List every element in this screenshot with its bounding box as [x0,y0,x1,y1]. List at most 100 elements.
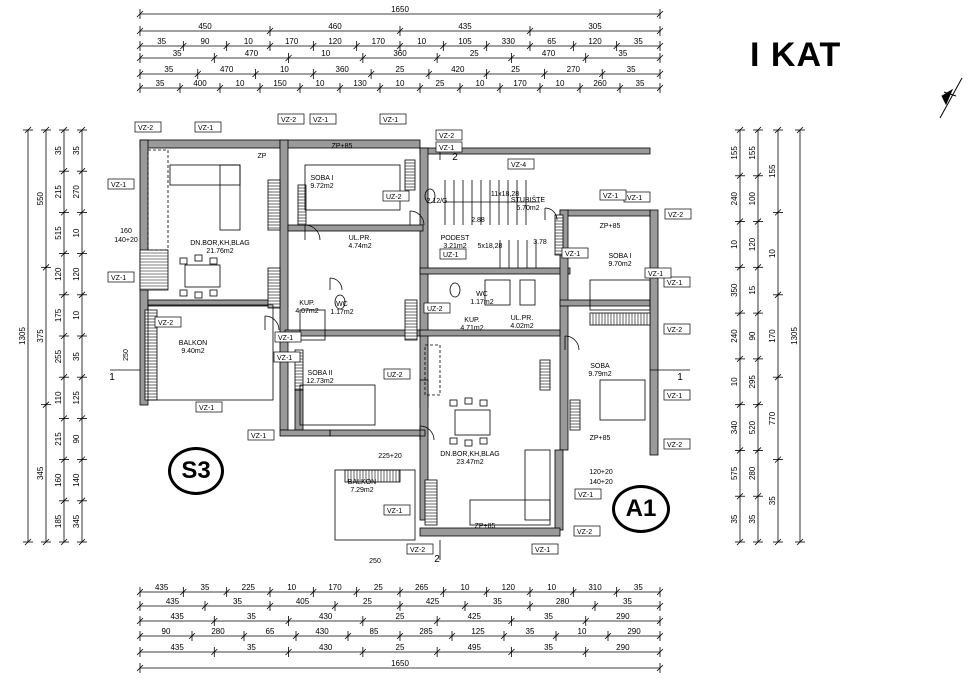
dim-bottom-value: 25 [396,643,405,652]
dim-right-col-0-slash [736,218,744,225]
shower-tray [299,309,326,341]
room-area: 12.73m2 [306,378,333,385]
room-name: SOBA I [609,253,632,260]
dim-right-value: 35 [730,514,739,523]
dim-bottom-row-2-slash [211,617,218,625]
tag-vz2-box [277,113,305,125]
chair [194,291,203,299]
tag-vz1: VZ-1 [387,508,402,515]
dim-right-col-3-slash [796,126,804,134]
zp-label: ZP+85 [590,435,611,442]
tag-uz2-box [423,302,451,314]
dim-top-row-1-slash [656,27,664,35]
dim-bottom-value: 280 [211,627,225,636]
dim-bottom-value: 290 [627,627,641,636]
misc-dimension-label: 160 [120,228,132,235]
dim-top-value: 10 [321,49,330,58]
dim-top-row-5-slash [616,84,624,92]
dim-bottom-row-3-slash [292,632,300,640]
dim-bottom-row-3-slash [448,632,456,640]
dim-top-row-5-slash [376,84,384,92]
dim-bottom-row-0-slash [440,588,447,596]
misc-dimension-label: 2.88 [471,217,485,224]
dining-table [184,264,221,288]
dim-top-row-2-slash [613,42,620,50]
dim-bottom-value: 125 [471,627,485,636]
chair [209,257,218,265]
dim-bottom-value: 35 [247,643,256,652]
dim-top-row-5-slash [496,84,504,92]
dim-top-value: 25 [396,65,405,74]
dim-bottom-value: 35 [544,612,553,621]
dim-top-row-2-slash [136,42,144,50]
dim-top-value: 460 [328,22,342,31]
dim-bottom-value: 430 [315,627,329,636]
dim-bottom-row-0-slash [136,588,144,596]
wall-inner [419,329,561,337]
tag-vz1-box [435,141,463,153]
dim-top-row-2-slash [656,42,664,50]
tag-vz1: VZ-1 [667,393,682,400]
dim-top-value: 10 [396,79,405,88]
misc-dimension-label: 140+20 [589,479,613,486]
dim-right-col-2-slash [774,373,782,381]
dim-bottom-value: 430 [319,643,333,652]
room-area: 4.02m2 [510,323,533,330]
dim-top-row-2-slash [396,42,404,50]
bed [589,279,651,311]
dim-top-row-1-slash [526,27,534,35]
dim-bottom-row-2-slash [582,617,589,625]
section-mark: 1 [677,372,683,383]
window-hatch [267,179,281,231]
dim-top-value: 105 [458,37,472,46]
dim-left-col-2-slash [60,373,68,381]
tag-vz2: VZ-2 [410,547,425,554]
tag-vz1: VZ-1 [535,547,550,554]
dim-left-value: 375 [36,329,45,343]
dining-table [454,409,491,436]
dim-top-value: 35 [634,37,643,46]
wall-inner [294,389,304,431]
dim-top-row-2-slash [353,42,360,50]
dim-bottom-row-0-slash [223,588,230,596]
dim-bottom-row-2-slash [656,617,664,625]
window-hatch [539,359,551,391]
tag-vz2: VZ-2 [577,529,592,536]
bed [304,164,401,211]
room-name: UL.PR. [511,315,534,322]
dim-right-value: 295 [748,375,757,389]
dim-top-row-3-slash [136,54,144,62]
sofa [169,164,241,186]
dim-top-row-5-slash [416,84,424,92]
room-name: KUP. [464,317,479,324]
stair-label: 11x18,28 [491,191,519,198]
dim-left-value: 515 [54,226,63,240]
dim-top-value: 470 [220,65,234,74]
dim-bottom-row-4-slash [582,648,589,656]
section-mark: 2 [434,554,440,565]
dim-bottom-value: 120 [502,583,516,592]
dim-top-value: 130 [353,79,367,88]
dim-right-col-2-slash [774,291,782,299]
dim-right-col-1-slash [754,264,762,271]
dim-bottom-row-1-slash [591,602,599,610]
dim-left-value: 255 [54,349,63,363]
dim-bottom-value: 435 [155,583,169,592]
dim-right-col-0-slash [736,126,744,134]
dim-right-col-0-slash [736,492,744,500]
section-mark: 1 [109,372,115,383]
tag-vz1: VZ-1 [648,271,663,278]
dim-right-value: 10 [730,377,739,386]
dim-bottom-row-2-slash [359,617,367,625]
dim-bottom-row-0-slash [526,588,534,596]
dim-top-value: 305 [588,22,602,31]
dim-bottom-row-3-slash [396,632,404,640]
dim-top-row-3-slash [359,54,367,62]
dim-bottom-value: 425 [468,612,482,621]
tag-vz2-box [134,121,162,133]
room-area: 1.17m2 [330,309,353,316]
dim-bottom-row-4-slash [656,648,664,656]
dim-top-row-5-slash [136,84,144,92]
dim-right-value: 35 [748,514,757,523]
dim-top-row-4-slash [310,70,317,78]
